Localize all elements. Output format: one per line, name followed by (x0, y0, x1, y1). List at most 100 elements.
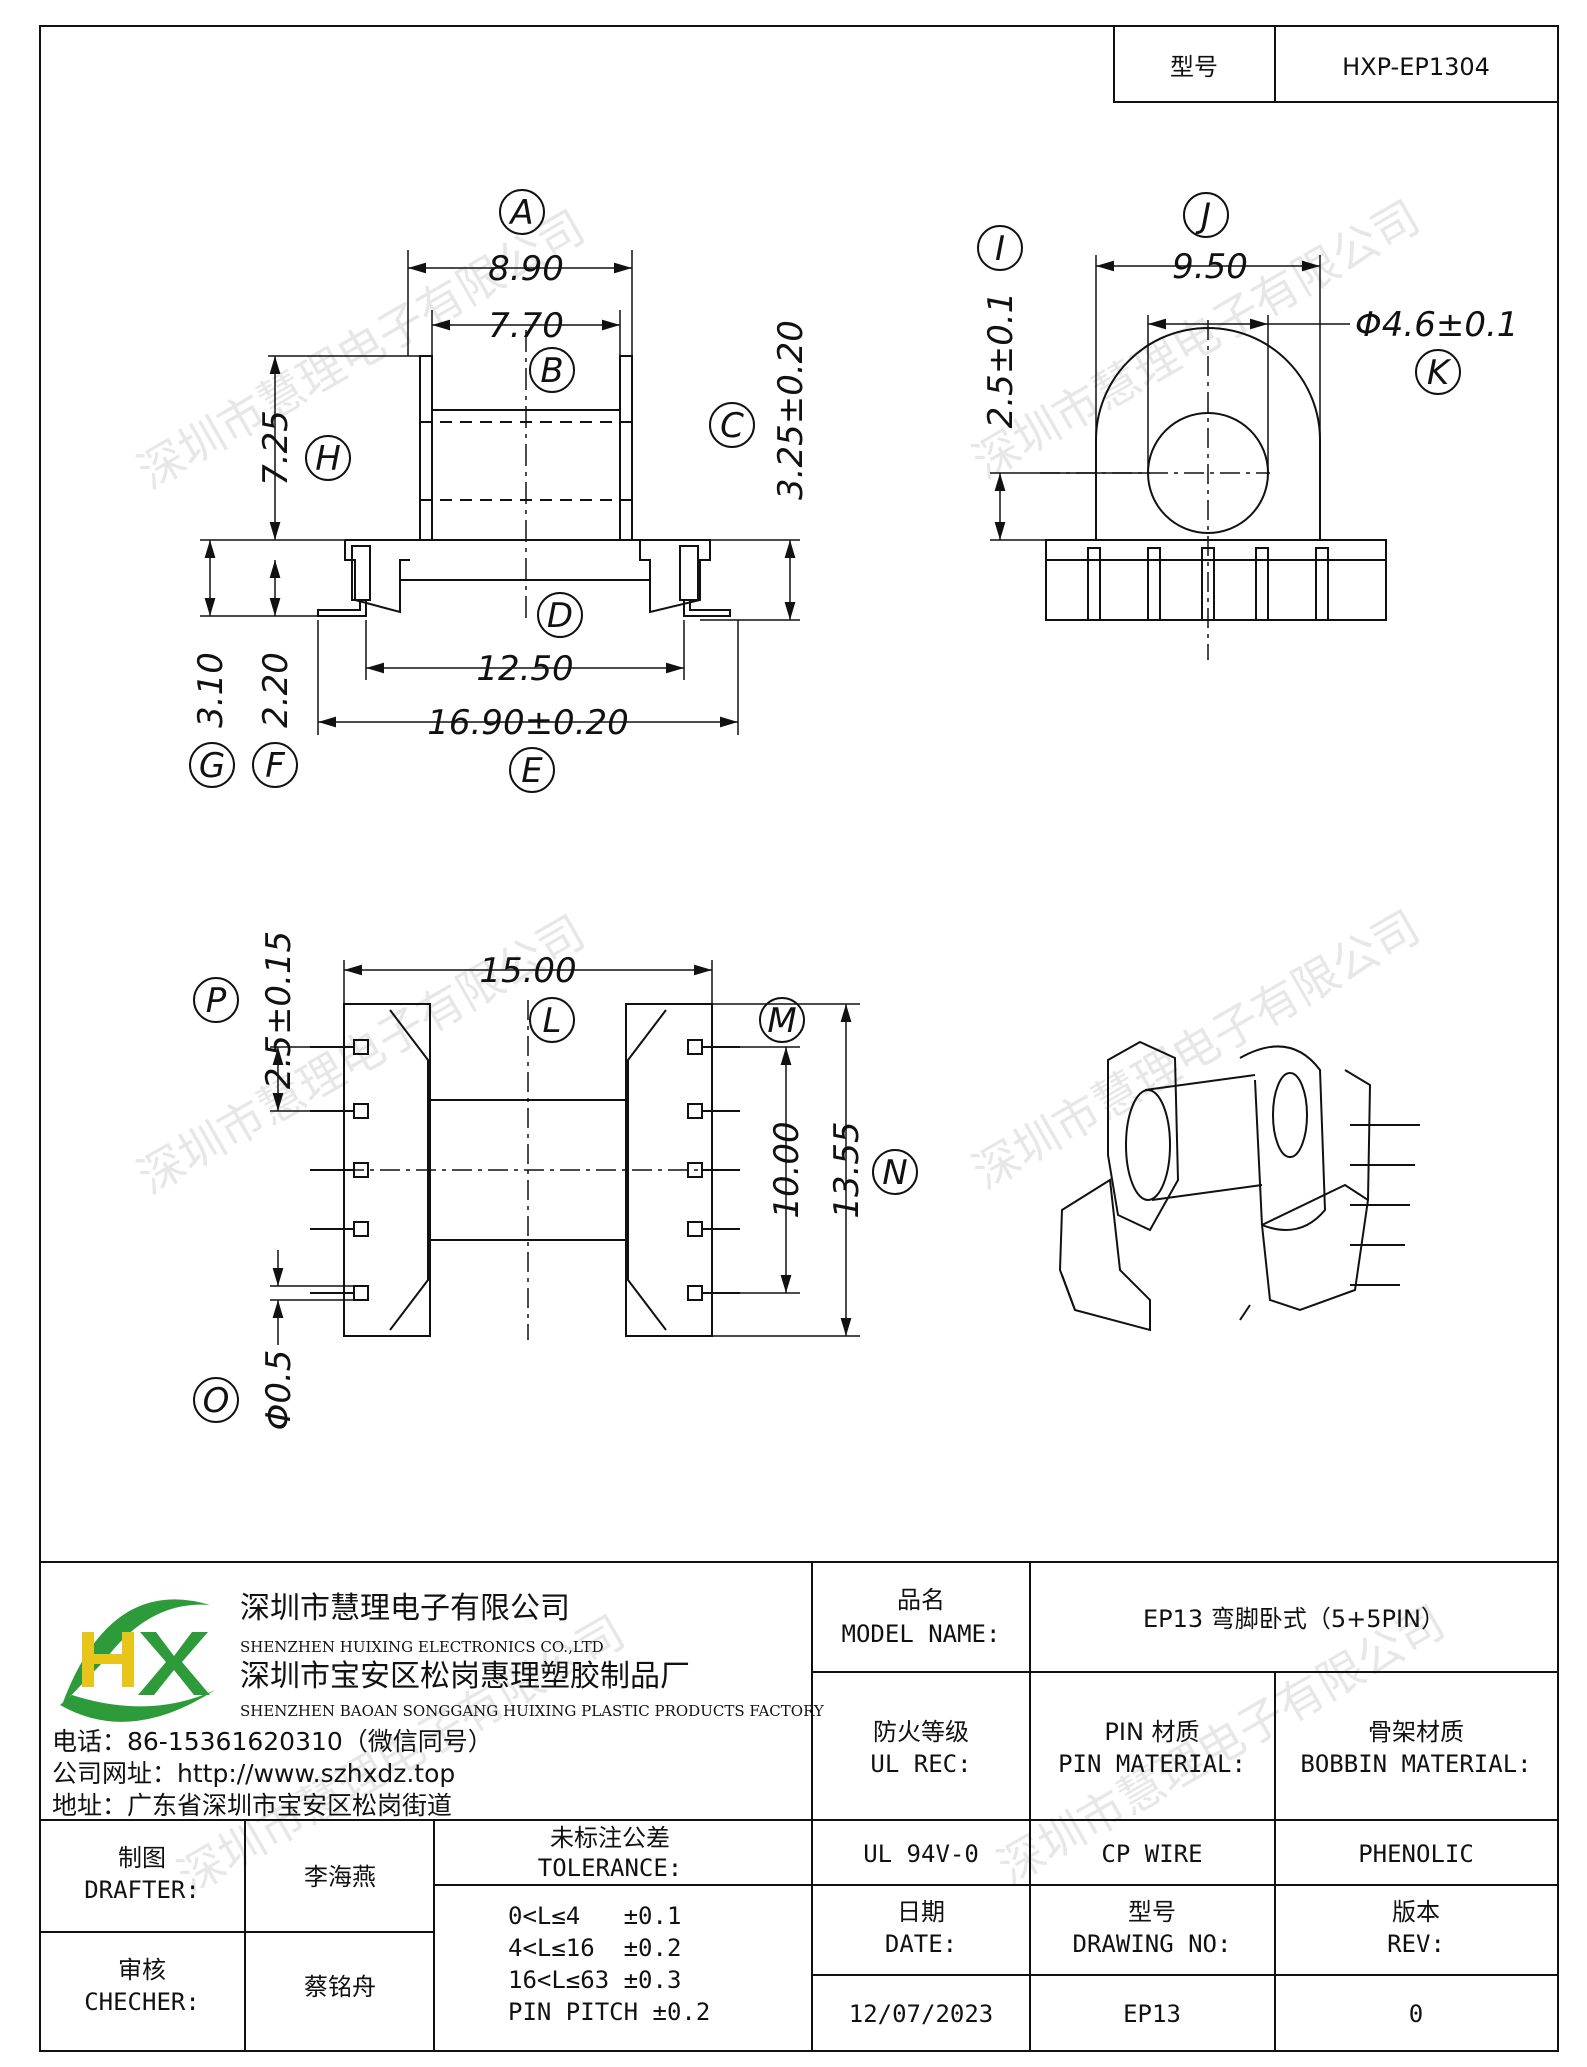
label-K: K (1427, 353, 1452, 393)
pin-material-value: CP WIRE (1101, 1840, 1202, 1868)
side-view-dimension-lines (200, 250, 800, 735)
ul-label-en: UL REC: (870, 1750, 971, 1778)
label-B: B (540, 351, 563, 391)
label-circle-E (509, 747, 555, 793)
dim-G-value: 3.10 (191, 652, 231, 728)
label-O: O (203, 1381, 230, 1421)
company-website: 公司网址：http://www.szhxdz.top (52, 1759, 455, 1788)
label-circle-G (189, 742, 235, 788)
dim-H-value: 7.25 (256, 410, 296, 486)
pin-material-label-en: PIN MATERIAL: (1058, 1750, 1246, 1778)
label-circle-B (529, 347, 575, 393)
tolerance-line-1: 0<L≤4 ±0.1 (508, 1902, 681, 1930)
model-name-value: EP13 弯脚卧式（5+5PIN） (1143, 1605, 1445, 1633)
isometric-view (1058, 1040, 1420, 1332)
label-J: J (1195, 196, 1211, 236)
drafter-label-cn: 制图 (118, 1844, 166, 1872)
ul-label-cn: 防火等级 (873, 1718, 969, 1746)
factory-name-en: SHENZHEN BAOAN SONGGANG HUIXING PLASTIC … (240, 1702, 825, 1720)
label-circle-O (193, 1377, 239, 1423)
dim-I-value: 2.5±0.1 (981, 292, 1021, 429)
label-circle-A (499, 189, 545, 235)
checker-label-en: CHECHER: (84, 1988, 200, 2016)
dim-E-value: 16.90±0.20 (427, 703, 629, 743)
front-view-dimension-lines (990, 255, 1350, 541)
company-logo (60, 1599, 215, 1722)
date-value: 12/07/2023 (849, 2000, 994, 2028)
dim-J-value: 9.50 (1172, 247, 1248, 287)
label-D: D (547, 596, 573, 636)
dim-A-value: 8.90 (488, 249, 564, 289)
label-circle-P (193, 977, 239, 1023)
label-C: C (720, 406, 744, 446)
model-name-label-en: MODEL NAME: (842, 1620, 1001, 1648)
label-circle-F (252, 742, 298, 788)
model-name-label-cn: 品名 (897, 1586, 945, 1614)
side-view-dimension-text: 8.90 7.70 12.50 16.90±0.20 7.25 3.25±0.2… (191, 249, 811, 743)
dim-L-value: 15.00 (479, 951, 576, 991)
watermark-4: 深圳市慧理电子有限公司 (964, 900, 1429, 1200)
label-circle-K (1415, 349, 1461, 395)
rev-value: 0 (1409, 2000, 1423, 2028)
rev-label-en: REV: (1387, 1930, 1445, 1958)
label-N: N (882, 1153, 907, 1193)
pin-material-label-cn: PIN 材质 (1104, 1718, 1199, 1746)
front-view-dimension-text: 9.50 Φ4.6±0.1 2.5±0.1 (981, 247, 1518, 428)
label-circle-I (977, 225, 1023, 271)
title-block-grid (40, 1561, 1558, 2051)
label-circle-J (1183, 192, 1229, 238)
dim-K-value: Φ4.6±0.1 (1355, 305, 1518, 345)
drawing-no-value: EP13 (1123, 2000, 1181, 2028)
watermark-1: 深圳市慧理电子有限公司 (129, 200, 594, 500)
tolerance-line-4: PIN PITCH ±0.2 (508, 1998, 710, 2026)
label-circle-C (709, 402, 755, 448)
tolerance-line-3: 16<L≤63 ±0.3 (508, 1966, 681, 1994)
label-circle-M (759, 997, 805, 1043)
factory-name-cn: 深圳市宝安区松岗惠理塑胶制品厂 (240, 1659, 690, 1694)
circled-label-letters: A B C D E F G H I J K L M N O P (199, 193, 1452, 1421)
label-P: P (206, 981, 227, 1021)
dim-B-value: 7.70 (488, 306, 564, 346)
sheet-border (39, 25, 1559, 2052)
label-circle-L (529, 997, 575, 1043)
bobbin-material-label-en: BOBBIN MATERIAL: (1300, 1750, 1531, 1778)
drawing-no-label-en: DRAWING NO: (1073, 1930, 1232, 1958)
model-header-label: 型号 (1170, 53, 1218, 81)
company-info: 深圳市慧理电子有限公司 SHENZHEN HUIXING ELECTRONICS… (52, 1591, 825, 1820)
label-I: I (995, 229, 1005, 269)
bottom-view-dimension-lines (270, 960, 860, 1345)
date-label-cn: 日期 (897, 1898, 945, 1926)
ul-value: UL 94V-0 (863, 1840, 979, 1868)
checker-value: 蔡铭舟 (304, 1973, 376, 2001)
dim-M-value: 10.00 (767, 1121, 807, 1218)
rev-label-cn: 版本 (1392, 1898, 1440, 1926)
bobbin-material-value: PHENOLIC (1358, 1840, 1474, 1868)
label-A: A (508, 193, 533, 233)
label-circle-N (872, 1149, 918, 1195)
label-M: M (767, 1001, 796, 1041)
bottom-view-dimension-text: 15.00 10.00 13.55 2.5±0.15 Φ0.5 (259, 931, 867, 1431)
company-name-cn: 深圳市慧理电子有限公司 (240, 1591, 570, 1626)
company-name-en: SHENZHEN HUIXING ELECTRONICS CO.,LTD (240, 1638, 604, 1656)
company-address: 地址：广东省深圳市宝安区松岗街道 (52, 1791, 452, 1820)
label-circle-D (537, 592, 583, 638)
dim-F-value: 2.20 (256, 652, 296, 728)
drawing-no-label-cn: 型号 (1128, 1898, 1176, 1926)
label-E: E (521, 751, 543, 791)
label-H: H (315, 439, 341, 479)
tolerance-label-en: TOLERANCE: (538, 1854, 683, 1882)
label-F: F (265, 746, 285, 786)
label-G: G (199, 746, 225, 786)
checker-label-cn: 审核 (118, 1956, 166, 1984)
drafter-value: 李海燕 (304, 1863, 376, 1891)
tolerance-label-cn: 未标注公差 (550, 1824, 670, 1852)
dim-N-value: 13.55 (827, 1121, 867, 1218)
bobbin-material-label-cn: 骨架材质 (1368, 1718, 1464, 1746)
dim-C-value: 3.25±0.20 (771, 320, 811, 500)
model-header-box: 型号 HXP-EP1304 (1113, 25, 1559, 103)
label-circle-H (305, 435, 351, 481)
dim-P-value: 2.5±0.15 (259, 931, 299, 1089)
bottom-view-pins (310, 1039, 740, 1301)
model-header-value: HXP-EP1304 (1342, 53, 1490, 81)
